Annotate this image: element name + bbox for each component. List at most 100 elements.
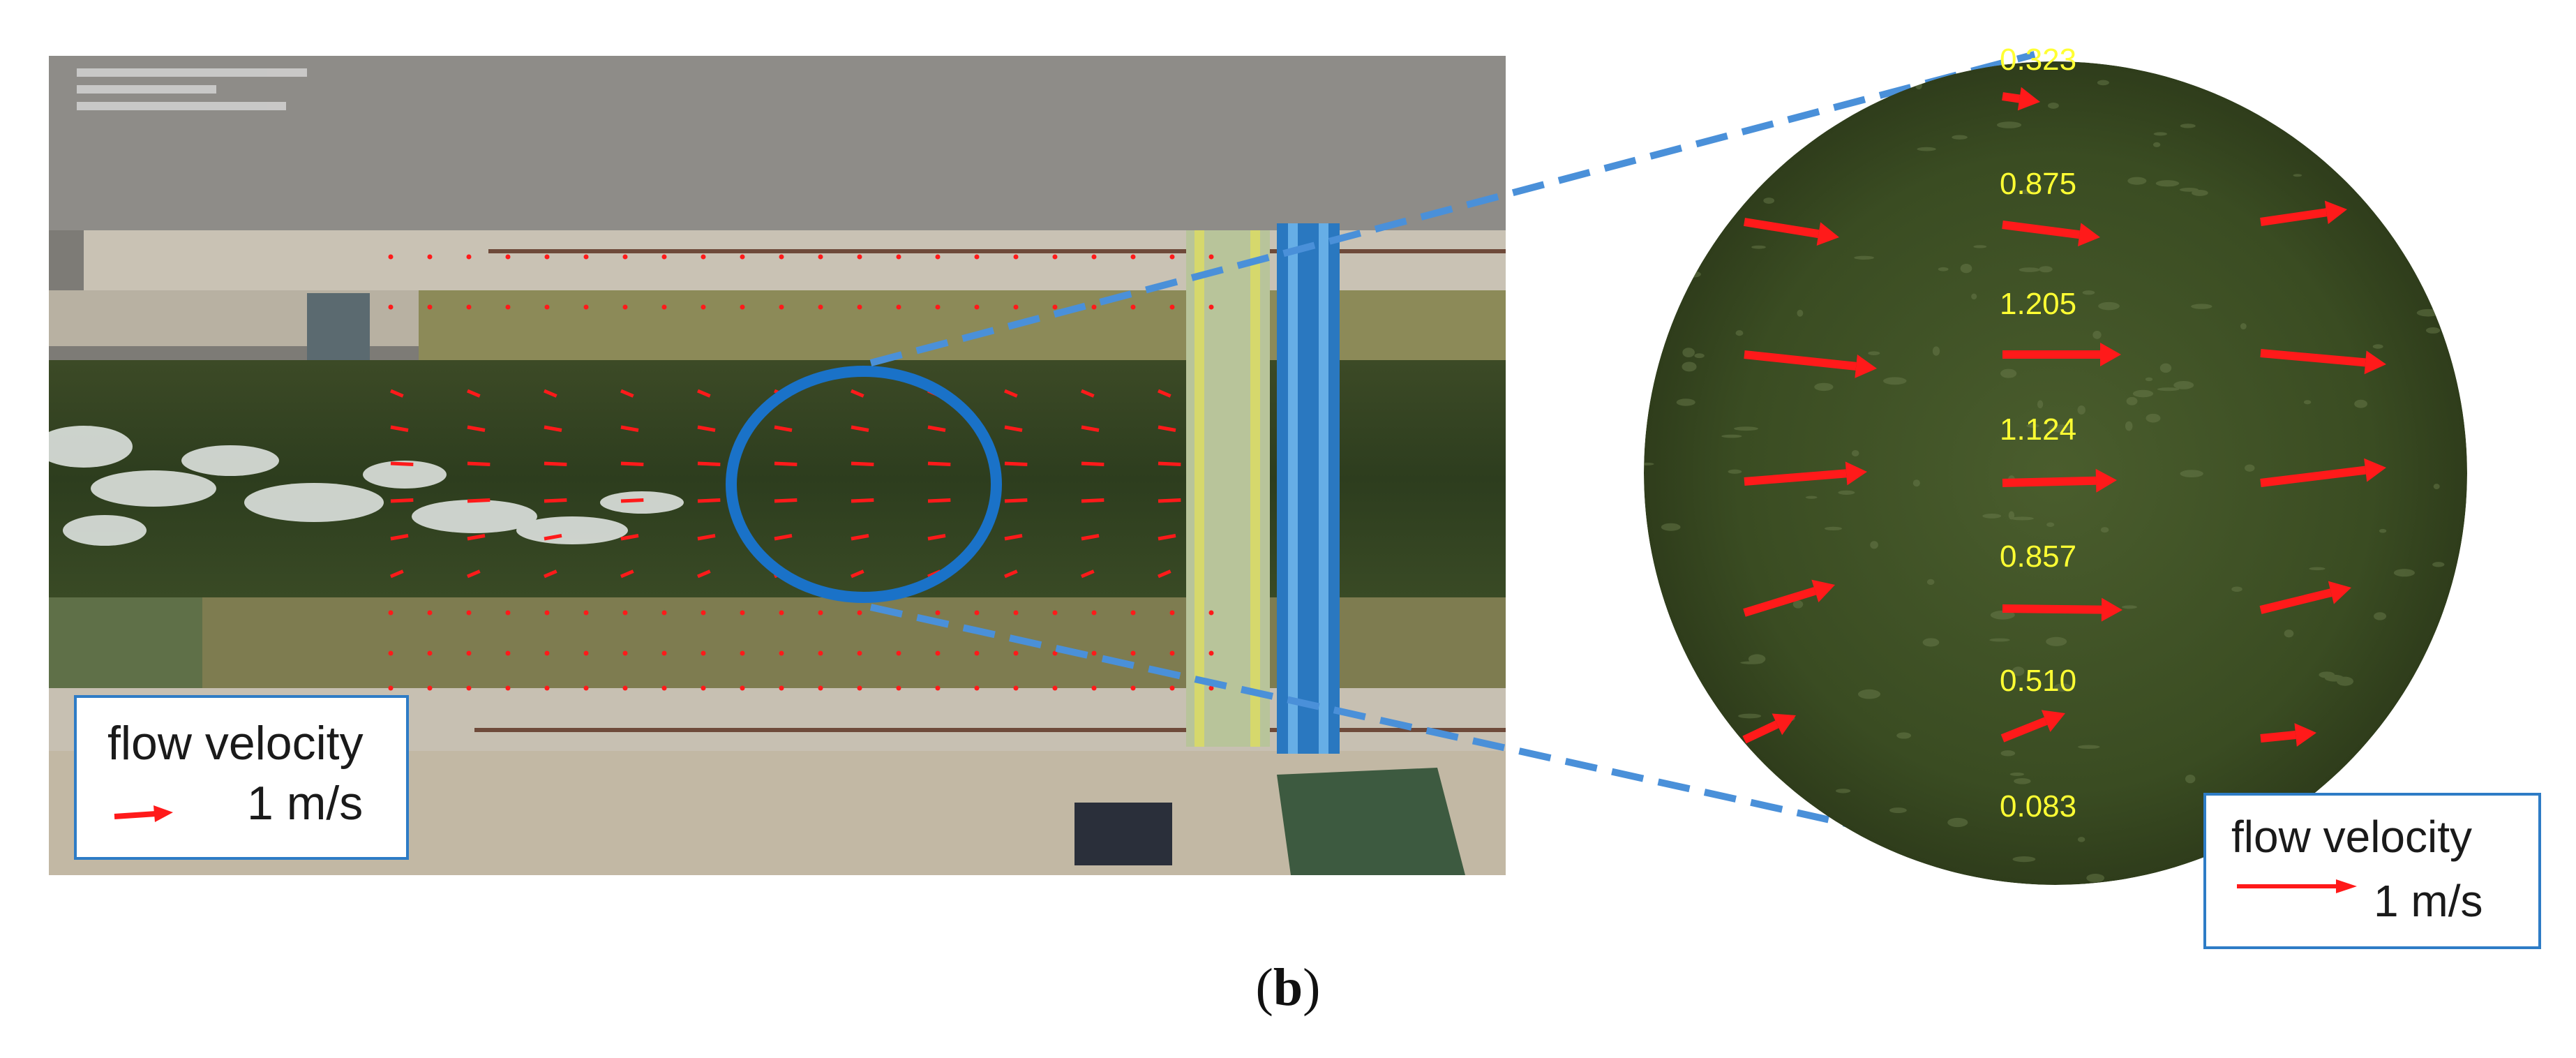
sample-dot <box>1052 610 1058 616</box>
ripple <box>2092 330 2102 339</box>
ripple <box>2049 424 2072 433</box>
ripple <box>1889 807 1907 814</box>
ripple <box>2086 873 2105 883</box>
left-arrow <box>467 389 481 398</box>
zoom-arrow <box>1744 218 1839 246</box>
left-arrow <box>467 498 491 503</box>
ripple <box>1728 469 1742 474</box>
zoom-arrow <box>1744 350 1877 378</box>
sample-dot <box>779 685 784 691</box>
ripple <box>1738 713 1762 719</box>
ripple <box>1779 872 1795 877</box>
ripple <box>2416 308 2440 317</box>
sample-dot <box>661 304 667 310</box>
left-arrow <box>1081 534 1100 541</box>
left-arrow <box>467 461 491 466</box>
ripple <box>2337 676 2354 686</box>
zoom-arrow <box>2002 597 2122 622</box>
zoom-arrow <box>2000 710 2065 743</box>
left-arrow <box>1004 425 1023 432</box>
sample-dot <box>818 254 823 260</box>
ripple <box>2077 837 2085 842</box>
sample-dot <box>1208 685 1214 691</box>
sample-dot <box>935 650 941 656</box>
velocity-label: 0.857 <box>2000 539 2076 574</box>
ripple <box>1805 496 1818 499</box>
left-arrow <box>697 498 721 503</box>
sample-dot <box>661 610 667 616</box>
ripple <box>2374 612 2387 620</box>
ripple <box>1838 490 1855 495</box>
sample-dot <box>1130 610 1136 616</box>
left-arrow <box>697 425 716 432</box>
left-arrow <box>697 569 711 579</box>
left-arrow <box>467 569 481 579</box>
sample-dot <box>622 304 628 310</box>
left-arrow <box>544 534 562 541</box>
left-arrow <box>851 389 864 398</box>
sample-dot <box>1013 650 1019 656</box>
left-velocity-arrows <box>390 389 1181 579</box>
velocity-label: 1.205 <box>2000 287 2076 321</box>
legend-left-arrow-icon <box>114 805 173 822</box>
ripple <box>2319 671 2335 678</box>
sample-dot <box>974 685 980 691</box>
left-arrow <box>1158 569 1171 579</box>
sample-dot <box>505 685 511 691</box>
sample-dot <box>974 304 980 310</box>
sample-dot <box>935 304 941 310</box>
sample-dot <box>466 610 472 616</box>
ripple <box>1868 351 1880 355</box>
sample-dot <box>701 650 706 656</box>
ripple <box>1654 262 1662 268</box>
ripple <box>1746 68 1767 78</box>
sample-dot <box>1130 685 1136 691</box>
left-arrow <box>390 569 404 579</box>
sample-dot <box>701 304 706 310</box>
ripple <box>2399 768 2420 775</box>
ripple <box>1644 462 1654 465</box>
ripple <box>2000 368 2017 378</box>
sample-dot <box>935 610 941 616</box>
left-arrow <box>1004 461 1028 466</box>
ripple <box>1814 382 1834 392</box>
left-arrow <box>1081 461 1104 466</box>
ripple <box>1971 293 1977 300</box>
sample-dot <box>779 304 784 310</box>
zoom-arrow <box>2002 343 2121 366</box>
connector-bottom <box>869 604 2036 869</box>
left-arrow <box>1004 534 1023 541</box>
left-arrow <box>1004 498 1028 503</box>
sample-dot <box>740 650 745 656</box>
ripple <box>1748 654 1766 664</box>
photo-watermark <box>77 68 307 110</box>
legend-left-scale: 1 m/s <box>247 777 364 830</box>
sample-dot <box>974 254 980 260</box>
left-arrow <box>1081 425 1100 432</box>
left-arrow <box>544 569 557 579</box>
left-arrow <box>927 425 946 432</box>
legend-left: flow velocity 1 m/s <box>74 695 409 860</box>
ripple <box>2039 266 2053 273</box>
ripple <box>1863 847 1869 854</box>
sample-dot <box>388 304 394 310</box>
sample-dot <box>1052 304 1058 310</box>
ripple <box>2010 516 2034 521</box>
sample-dot <box>1169 304 1175 310</box>
sample-dot <box>544 650 550 656</box>
ripple <box>1735 330 1744 336</box>
sample-dot <box>388 685 394 691</box>
ripple <box>2012 666 2025 676</box>
sample-dot <box>740 685 745 691</box>
sample-dot <box>818 685 823 691</box>
sample-dot <box>1169 685 1175 691</box>
left-arrow <box>390 425 409 432</box>
left-arrow <box>390 389 404 398</box>
sample-dot <box>740 610 745 616</box>
aerial-photo <box>49 56 1506 875</box>
sample-dot <box>779 610 784 616</box>
sample-dot <box>1091 254 1097 260</box>
ripple <box>2432 562 2445 567</box>
left-arrow <box>851 461 874 466</box>
